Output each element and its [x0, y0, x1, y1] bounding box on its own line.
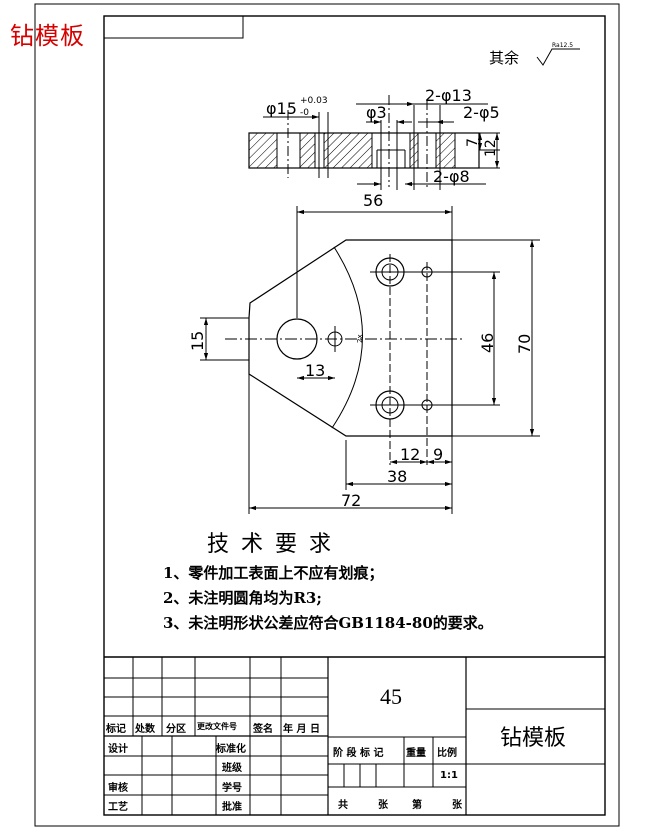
dim-12: 12 — [483, 139, 499, 157]
outer-border — [34, 3, 620, 827]
row-process: 工艺 — [108, 802, 128, 813]
small-mark: 2x — [356, 334, 364, 343]
corner-box — [103, 15, 244, 39]
material: 45 — [380, 684, 402, 709]
roughness-symbol — [536, 48, 580, 66]
roughness-prefix: 其余 — [489, 49, 519, 67]
dim-2x-d5: 2-φ5 — [463, 103, 500, 122]
dim-15: 15 — [188, 331, 207, 351]
hdr-mark: 标记 — [106, 724, 126, 735]
plan-view — [200, 206, 540, 514]
dim-56: 56 — [363, 191, 383, 210]
dim-38: 38 — [387, 467, 407, 486]
dim-46: 46 — [478, 333, 497, 353]
title-block — [104, 656, 605, 815]
dim-2x-d13: 2-φ13 — [425, 86, 472, 105]
scale-label: 比例 — [437, 748, 457, 759]
dim-72: 72 — [341, 491, 361, 510]
dim-7: 7 — [465, 138, 481, 147]
tol-upper: +0.03 — [300, 96, 328, 106]
row-standard: 标准化 — [216, 744, 246, 755]
row-approve: 批准 — [222, 802, 242, 813]
hdr-date: 年 月 日 — [283, 724, 320, 735]
hdr-zone: 分区 — [166, 724, 186, 735]
sheets-total: 共 — [338, 800, 348, 811]
dim-12-plan: 12 — [400, 445, 420, 464]
stage-label: 阶 段 标 记 — [333, 748, 384, 759]
requirement-1: 1、零件加工表面上不应有划痕； — [163, 564, 384, 582]
dim-d3: φ3 — [366, 103, 387, 122]
tol-lower: -0 — [300, 108, 309, 118]
dim-13: 13 — [305, 361, 325, 380]
sheet-unit2: 张 — [452, 800, 462, 811]
sheet-no: 第 — [412, 800, 422, 811]
corner-title: 钻模板 — [10, 22, 85, 50]
part-name: 钻模板 — [500, 726, 567, 751]
requirement-2: 2、未注明圆角均为R3; — [163, 589, 322, 607]
scale-value: 1:1 — [440, 770, 458, 781]
roughness-value: Ra12.5 — [552, 42, 573, 49]
section-view — [248, 95, 500, 190]
dim-9: 9 — [433, 445, 443, 464]
dim-2x-d8: 2-φ8 — [433, 167, 470, 186]
sheets-unit: 张 — [378, 800, 388, 811]
inner-border — [103, 15, 606, 816]
dim-bore-15: φ15 — [266, 99, 297, 118]
dim-70: 70 — [515, 334, 534, 354]
requirement-3: 3、未注明形状公差应符合GB1184-80的要求。 — [163, 614, 493, 632]
hdr-sign: 签名 — [253, 724, 273, 735]
row-class: 班级 — [222, 763, 242, 774]
row-id: 学号 — [222, 783, 242, 794]
hdr-count: 处数 — [135, 724, 155, 735]
row-check: 审核 — [108, 783, 128, 794]
requirements-title: 技术要求 — [207, 532, 344, 557]
hdr-doc: 更改文件号 — [197, 722, 237, 731]
row-design: 设计 — [108, 744, 128, 755]
weight-label: 重量 — [406, 748, 426, 759]
